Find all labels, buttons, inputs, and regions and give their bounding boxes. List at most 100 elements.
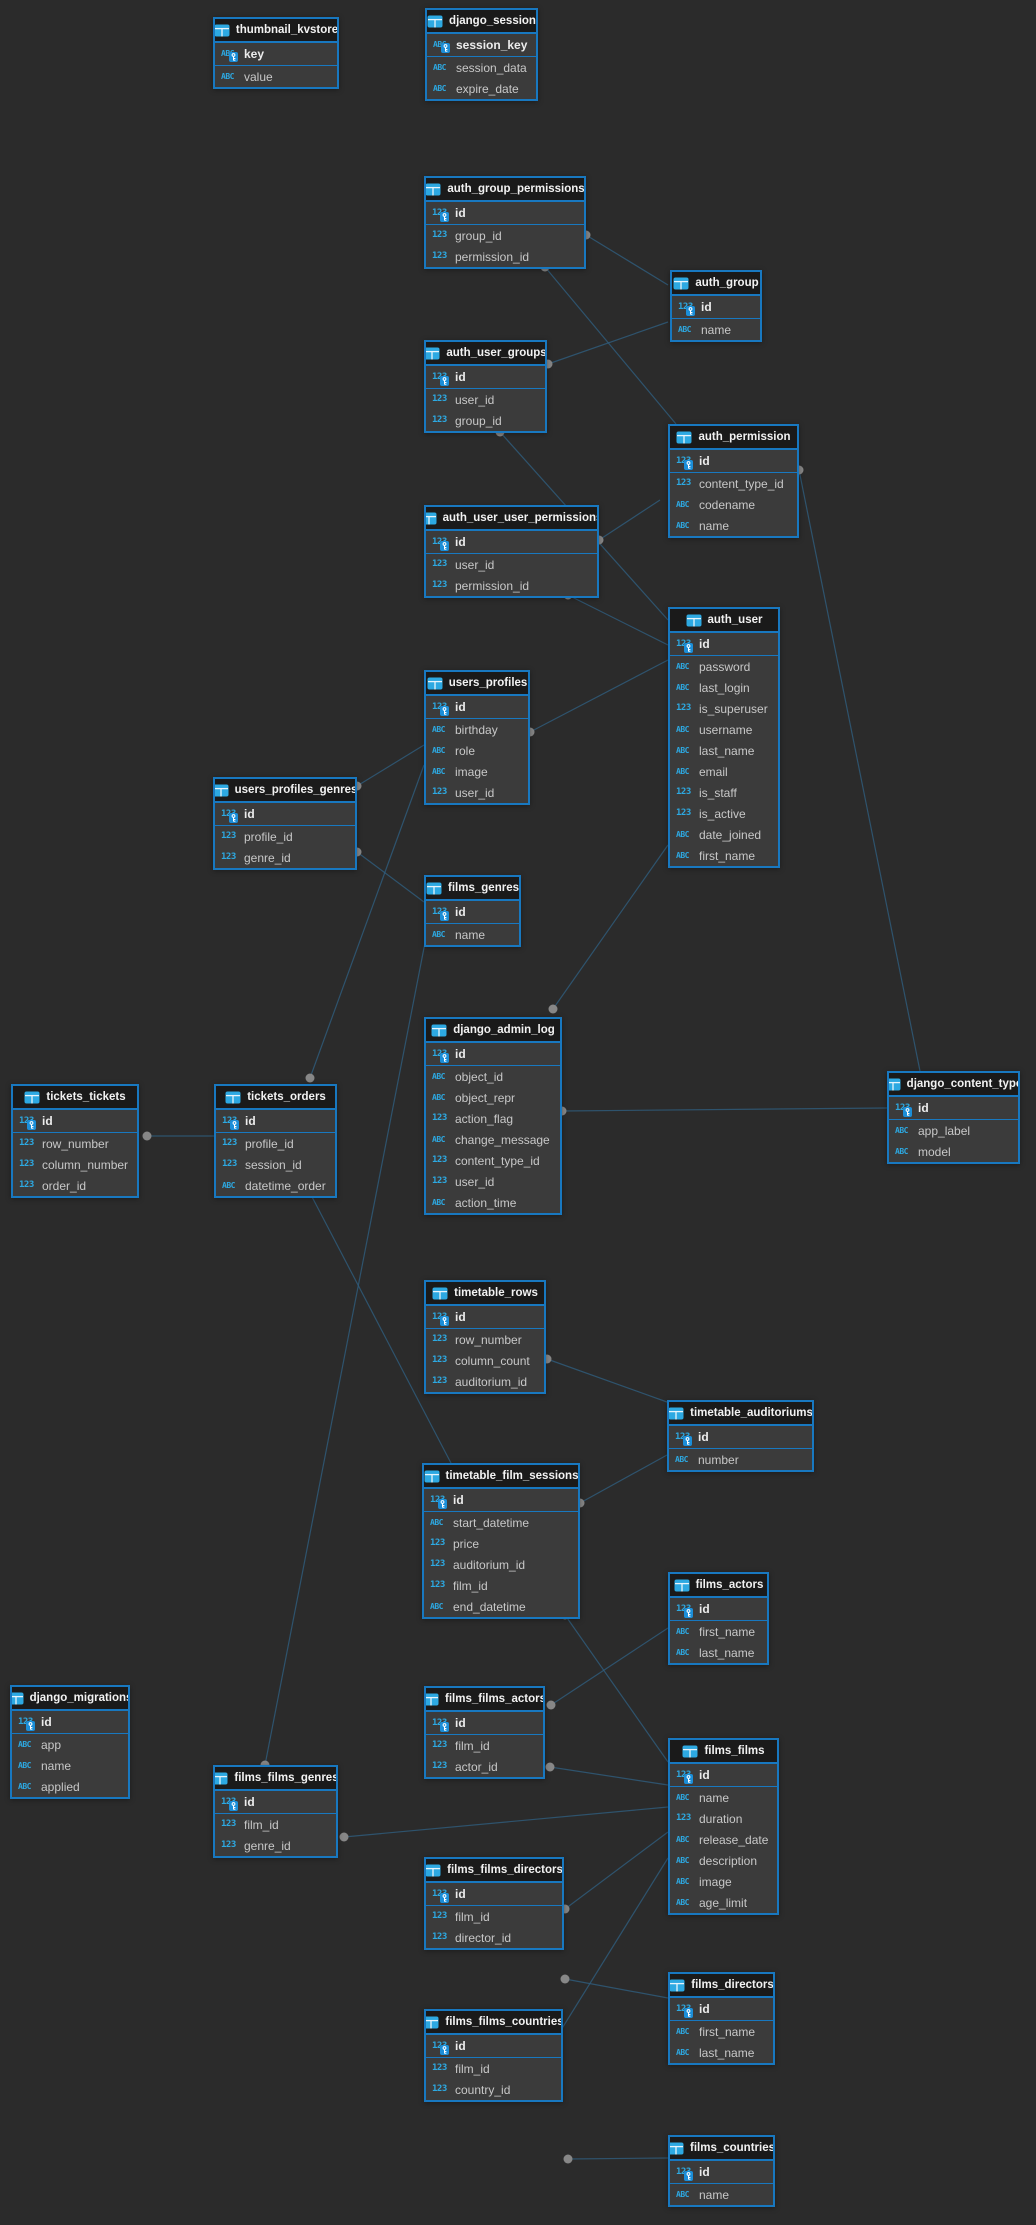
field-row-id[interactable]: 123id: [670, 1598, 767, 1621]
field-row-date_joined[interactable]: ABCdate_joined: [670, 824, 778, 845]
table-films_films_countries[interactable]: films_films_countries123id123film_id123c…: [424, 2009, 563, 2102]
table-auth_group_permissions[interactable]: auth_group_permissions123id123group_id12…: [424, 176, 586, 269]
field-row-profile_id[interactable]: 123profile_id: [215, 826, 355, 847]
table-header[interactable]: tickets_tickets: [13, 1086, 137, 1110]
field-row-price[interactable]: 123price: [424, 1533, 578, 1554]
field-row-value[interactable]: ABCvalue: [215, 66, 337, 87]
table-header[interactable]: django_session: [427, 10, 536, 34]
field-row-id[interactable]: 123id: [426, 366, 545, 389]
table-header[interactable]: users_profiles_genres: [215, 779, 355, 803]
table-header[interactable]: auth_user_groups: [426, 342, 545, 366]
field-row-first_name[interactable]: ABCfirst_name: [670, 845, 778, 866]
table-header[interactable]: users_profiles: [426, 672, 528, 696]
table-header[interactable]: auth_group_permissions: [426, 178, 584, 202]
table-header[interactable]: films_films_genres: [215, 1767, 336, 1791]
field-row-change_message[interactable]: ABCchange_message: [426, 1129, 560, 1150]
field-row-image[interactable]: ABCimage: [426, 761, 528, 782]
field-row-id[interactable]: 123id: [670, 450, 797, 473]
field-row-user_id[interactable]: 123user_id: [426, 389, 545, 410]
table-auth_permission[interactable]: auth_permission123id123content_type_idAB…: [668, 424, 799, 538]
field-row-permission_id[interactable]: 123permission_id: [426, 246, 584, 267]
table-films_directors[interactable]: films_directors123idABCfirst_nameABClast…: [668, 1972, 775, 2065]
field-row-row_number[interactable]: 123row_number: [426, 1329, 544, 1350]
field-row-id[interactable]: 123id: [424, 1489, 578, 1512]
table-timetable_film_sessions[interactable]: timetable_film_sessions123idABCstart_dat…: [422, 1463, 580, 1619]
field-row-group_id[interactable]: 123group_id: [426, 225, 584, 246]
table-header[interactable]: timetable_film_sessions: [424, 1465, 578, 1489]
table-header[interactable]: thumbnail_kvstore: [215, 19, 337, 43]
table-users_profiles[interactable]: users_profiles123idABCbirthdayABCroleABC…: [424, 670, 530, 805]
field-row-id[interactable]: 123id: [670, 1764, 777, 1787]
field-row-film_id[interactable]: 123film_id: [426, 1735, 543, 1756]
field-row-app_label[interactable]: ABCapp_label: [889, 1120, 1018, 1141]
field-row-birthday[interactable]: ABCbirthday: [426, 719, 528, 740]
field-row-model[interactable]: ABCmodel: [889, 1141, 1018, 1162]
table-header[interactable]: films_films_actors: [426, 1688, 543, 1712]
field-row-first_name[interactable]: ABCfirst_name: [670, 1621, 767, 1642]
table-users_profiles_genres[interactable]: users_profiles_genres123id123profile_id1…: [213, 777, 357, 870]
field-row-email[interactable]: ABCemail: [670, 761, 778, 782]
field-row-column_number[interactable]: 123column_number: [13, 1154, 137, 1175]
table-header[interactable]: tickets_orders: [216, 1086, 335, 1110]
table-header[interactable]: timetable_auditoriums: [669, 1402, 812, 1426]
field-row-name[interactable]: ABCname: [670, 1787, 777, 1808]
table-auth_group[interactable]: auth_group123idABCname: [670, 270, 762, 342]
field-row-auditorium_id[interactable]: 123auditorium_id: [426, 1371, 544, 1392]
table-header[interactable]: films_films_directors: [426, 1859, 562, 1883]
field-row-name[interactable]: ABCname: [670, 515, 797, 536]
field-row-auditorium_id[interactable]: 123auditorium_id: [424, 1554, 578, 1575]
table-auth_user[interactable]: auth_user123idABCpasswordABClast_login12…: [668, 607, 780, 868]
field-row-number[interactable]: ABCnumber: [669, 1449, 812, 1470]
field-row-profile_id[interactable]: 123profile_id: [216, 1133, 335, 1154]
field-row-action_time[interactable]: ABCaction_time: [426, 1192, 560, 1213]
table-timetable_rows[interactable]: timetable_rows123id123row_number123colum…: [424, 1280, 546, 1394]
field-row-start_datetime[interactable]: ABCstart_datetime: [424, 1512, 578, 1533]
field-row-role[interactable]: ABCrole: [426, 740, 528, 761]
field-row-id[interactable]: 123id: [426, 531, 597, 554]
field-row-director_id[interactable]: 123director_id: [426, 1927, 562, 1948]
field-row-id[interactable]: 123id: [216, 1110, 335, 1133]
field-row-film_id[interactable]: 123film_id: [426, 2058, 561, 2079]
field-row-password[interactable]: ABCpassword: [670, 656, 778, 677]
field-row-name[interactable]: ABCname: [426, 924, 519, 945]
field-row-id[interactable]: 123id: [13, 1110, 137, 1133]
field-row-end_datetime[interactable]: ABCend_datetime: [424, 1596, 578, 1617]
field-row-id[interactable]: 123id: [426, 202, 584, 225]
field-row-is_active[interactable]: 123is_active: [670, 803, 778, 824]
field-row-id[interactable]: 123id: [426, 1043, 560, 1066]
field-row-release_date[interactable]: ABCrelease_date: [670, 1829, 777, 1850]
field-row-country_id[interactable]: 123country_id: [426, 2079, 561, 2100]
field-row-applied[interactable]: ABCapplied: [12, 1776, 128, 1797]
field-row-id[interactable]: 123id: [426, 901, 519, 924]
field-row-image[interactable]: ABCimage: [670, 1871, 777, 1892]
table-header[interactable]: django_admin_log: [426, 1019, 560, 1043]
field-row-app[interactable]: ABCapp: [12, 1734, 128, 1755]
field-row-user_id[interactable]: 123user_id: [426, 782, 528, 803]
table-django_admin_log[interactable]: django_admin_log123idABCobject_idABCobje…: [424, 1017, 562, 1215]
table-tickets_tickets[interactable]: tickets_tickets123id123row_number123colu…: [11, 1084, 139, 1198]
field-row-last_name[interactable]: ABClast_name: [670, 2042, 773, 2063]
field-row-id[interactable]: 123id: [12, 1711, 128, 1734]
field-row-id[interactable]: 123id: [670, 2161, 773, 2184]
field-row-is_superuser[interactable]: 123is_superuser: [670, 698, 778, 719]
field-row-name[interactable]: ABCname: [670, 2184, 773, 2205]
table-thumbnail_kvstore[interactable]: thumbnail_kvstoreABCkeyABCvalue: [213, 17, 339, 89]
field-row-id[interactable]: 123id: [670, 633, 778, 656]
field-row-content_type_id[interactable]: 123content_type_id: [426, 1150, 560, 1171]
field-row-column_count[interactable]: 123column_count: [426, 1350, 544, 1371]
table-header[interactable]: films_directors: [670, 1974, 773, 1998]
field-row-film_id[interactable]: 123film_id: [215, 1814, 336, 1835]
table-tickets_orders[interactable]: tickets_orders123id123profile_id123sessi…: [214, 1084, 337, 1198]
field-row-film_id[interactable]: 123film_id: [426, 1906, 562, 1927]
field-row-codename[interactable]: ABCcodename: [670, 494, 797, 515]
field-row-session_id[interactable]: 123session_id: [216, 1154, 335, 1175]
field-row-datetime_order[interactable]: ABCdatetime_order: [216, 1175, 335, 1196]
field-row-object_repr[interactable]: ABCobject_repr: [426, 1087, 560, 1108]
field-row-permission_id[interactable]: 123permission_id: [426, 575, 597, 596]
field-row-last_login[interactable]: ABClast_login: [670, 677, 778, 698]
table-auth_user_user_permissions[interactable]: auth_user_user_permissions123id123user_i…: [424, 505, 599, 598]
table-header[interactable]: films_actors: [670, 1574, 767, 1598]
field-row-name[interactable]: ABCname: [672, 319, 760, 340]
field-row-expire_date[interactable]: ABCexpire_date: [427, 78, 536, 99]
table-films_films[interactable]: films_films123idABCname123durationABCrel…: [668, 1738, 779, 1915]
